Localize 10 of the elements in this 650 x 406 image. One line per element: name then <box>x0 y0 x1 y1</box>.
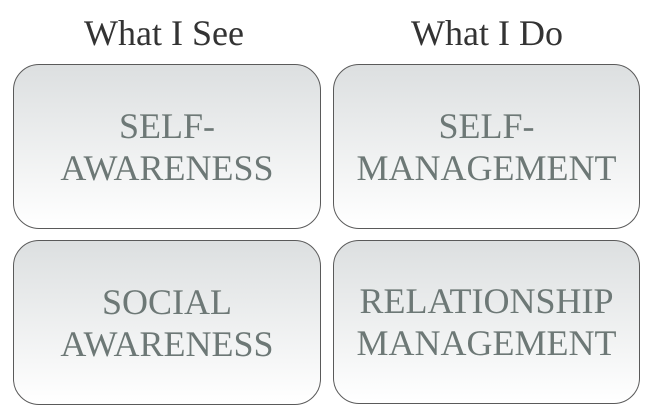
card-label: SOCIAL AWARENESS <box>59 280 275 364</box>
rounded-card <box>13 240 321 405</box>
card-label: RELATIONSHIP MANAGEMENT <box>356 280 618 364</box>
rounded-card <box>333 64 640 229</box>
card-label: SELF-AWARENESS <box>59 104 275 188</box>
rounded-card <box>13 64 321 229</box>
rounded-card <box>333 240 640 404</box>
column-heading: What I Do <box>411 12 563 54</box>
card-label: SELF-MANAGEMENT <box>356 104 618 188</box>
column-heading: What I See <box>84 12 244 54</box>
